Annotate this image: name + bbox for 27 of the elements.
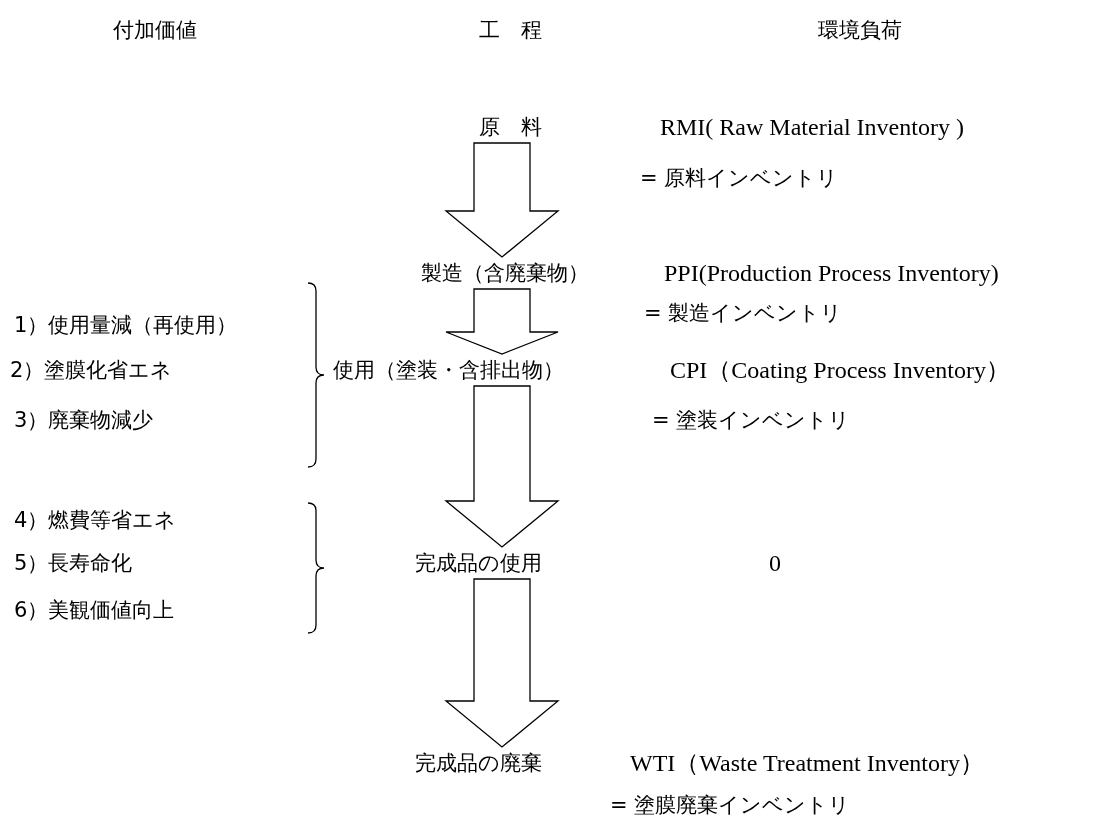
step-label: 使用（塗装・含排出物） xyxy=(332,356,564,384)
block-arrow xyxy=(444,142,560,258)
value-item: 6）美観価値向上 xyxy=(14,597,175,624)
inventory-label: = 塗装インベントリ xyxy=(652,407,851,434)
inventory-label: CPI（Coating Process Inventory） xyxy=(670,356,1010,384)
value-item: 3）廃棄物減少 xyxy=(14,407,154,434)
block-arrow xyxy=(445,288,559,355)
inventory-label: PPI(Production Process Inventory) xyxy=(664,259,999,287)
step-label: 原 料 xyxy=(478,113,542,141)
inventory-label: = 原料インベントリ xyxy=(640,165,839,192)
value-item: 5）長寿命化 xyxy=(14,550,133,577)
value-item: 4）燃費等省エネ xyxy=(14,507,177,534)
value-item: 1）使用量減（再使用） xyxy=(14,312,238,339)
inventory-label: RMI( Raw Material Inventory ) xyxy=(660,113,964,141)
inventory-label: 0 xyxy=(769,549,781,577)
block-arrow xyxy=(444,578,560,748)
column-heading: 付加価値 xyxy=(113,17,197,44)
step-label: 完成品の使用 xyxy=(414,549,542,577)
inventory-label: = 製造インベントリ xyxy=(644,300,843,327)
value-item: 2）塗膜化省エネ xyxy=(10,357,173,384)
inventory-label: WTI（Waste Treatment Inventory） xyxy=(630,749,984,777)
step-label: 完成品の廃棄 xyxy=(414,749,542,777)
inventory-label: = 塗膜廃棄インベントリ xyxy=(610,792,851,817)
column-heading: 環境負荷 xyxy=(818,17,902,44)
column-heading: 工 程 xyxy=(478,17,542,44)
block-arrow xyxy=(444,385,560,548)
step-label: 製造（含廃棄物） xyxy=(421,259,589,287)
